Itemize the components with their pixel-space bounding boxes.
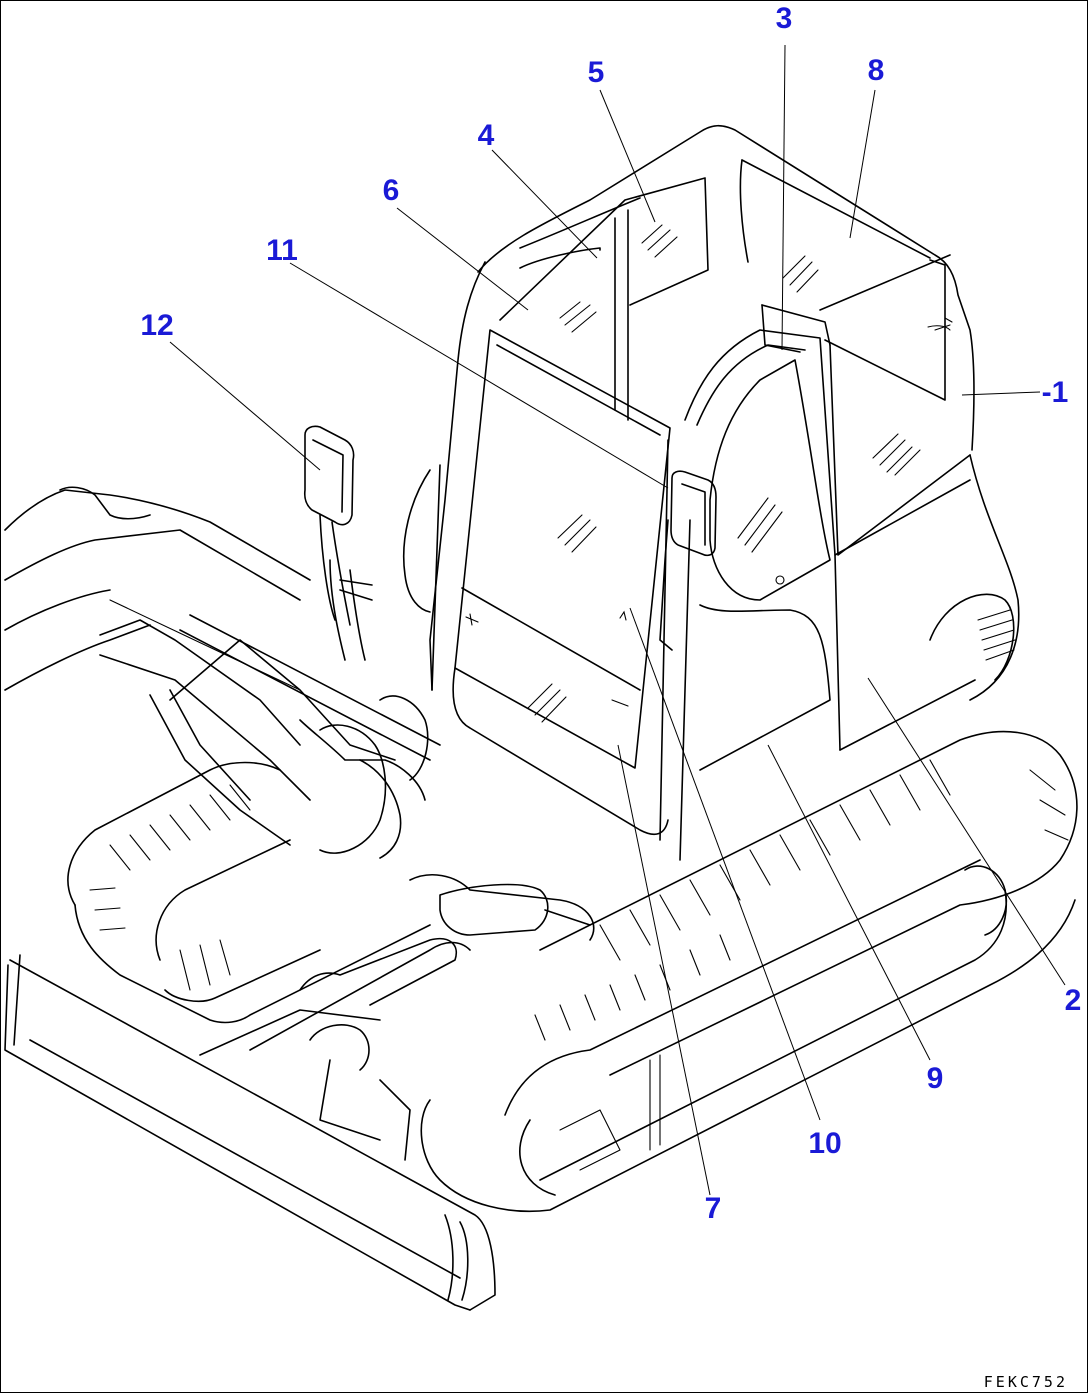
track-right [420,730,1078,1213]
callout-2: 2 [1065,984,1082,1017]
callouts: 3 8 5 4 6 11 12 -1 2 9 10 7 [140,2,1081,1225]
track-left [67,761,431,1024]
mirror-left [303,425,373,661]
callout-4: 4 [478,119,495,152]
callout-12: 12 [140,309,173,342]
cab-outline [402,124,1020,861]
callout-8: 8 [868,54,885,87]
drawing-code: FEKC752 [984,1373,1068,1391]
cab-decals [465,317,953,707]
leader-lines [169,44,1066,1196]
callout-10: 10 [808,1127,841,1160]
callout-7: 7 [705,1192,722,1225]
callout-5: 5 [588,56,605,89]
callout-6: 6 [383,174,400,207]
callout-11: 11 [266,234,298,267]
dozer-blade [4,954,496,1311]
undercarriage [199,874,595,1161]
callout-1: -1 [1042,376,1069,409]
callout-3: 3 [776,2,793,35]
boom-assembly [4,486,441,859]
callout-9: 9 [927,1062,944,1095]
glass-hatching [527,224,921,723]
mirror-right [659,470,717,651]
